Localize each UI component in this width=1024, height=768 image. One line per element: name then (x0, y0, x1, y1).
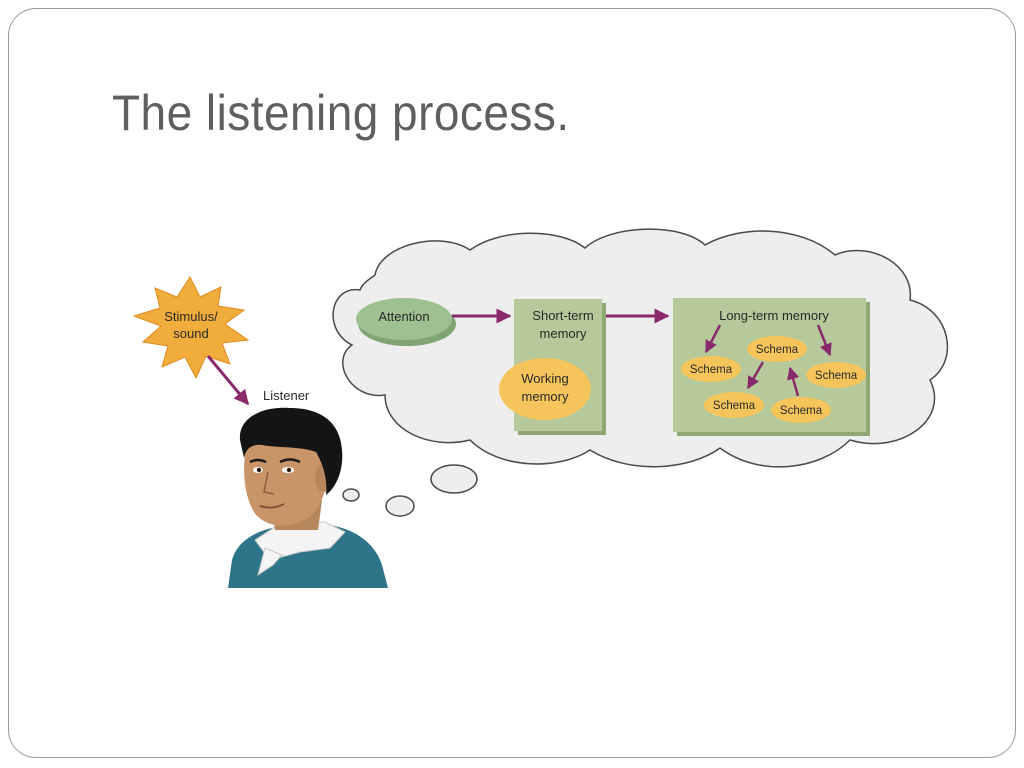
thought-bubble-small (342, 488, 360, 502)
short-term-label-line1: Short-term (532, 308, 593, 323)
arrow-to-schema-left (704, 324, 722, 354)
arrow-to-schema-top (787, 366, 800, 397)
working-memory-label-line2: memory (522, 389, 569, 404)
arrow-to-schema-right (816, 324, 832, 357)
schema-oval-bottom-right (771, 397, 831, 423)
arrow-stimulus-to-listener (206, 355, 250, 406)
working-memory-label-line1: Working (521, 371, 568, 386)
attention-label: Attention (378, 309, 429, 324)
schema-label-left: Schema (690, 364, 733, 376)
schema-label-bottom-right: Schema (780, 405, 823, 417)
short-term-label-line2: memory (540, 326, 587, 341)
long-term-label: Long-term memory (719, 308, 829, 323)
listener-label: Listener (263, 388, 310, 403)
working-memory-oval (499, 358, 591, 420)
long-term-memory-box: Long-term memory Schema Schema Schema Sc… (673, 298, 870, 436)
schema-oval-top (747, 336, 807, 362)
stimulus-label-line1: Stimulus/ (164, 309, 218, 324)
schema-oval-bottom-left (704, 392, 764, 418)
schema-label-right: Schema (815, 370, 858, 382)
thought-bubble-medium (385, 495, 415, 517)
schema-oval-left (681, 356, 741, 382)
schema-label-top: Schema (756, 344, 799, 356)
attention-node: Attention (356, 298, 456, 346)
schema-oval-right (806, 362, 866, 388)
arrow-to-schema-bottom-left (746, 361, 765, 390)
short-term-memory-box: Short-term memory Working memory (499, 299, 606, 435)
listener-figure (228, 407, 388, 588)
slide-title: The listening process. (112, 85, 570, 141)
stimulus-label-line2: sound (173, 326, 208, 341)
thought-bubble-large (430, 464, 478, 494)
stimulus-starburst: Stimulus/ sound (132, 275, 250, 380)
schema-label-bottom-left: Schema (713, 400, 756, 412)
